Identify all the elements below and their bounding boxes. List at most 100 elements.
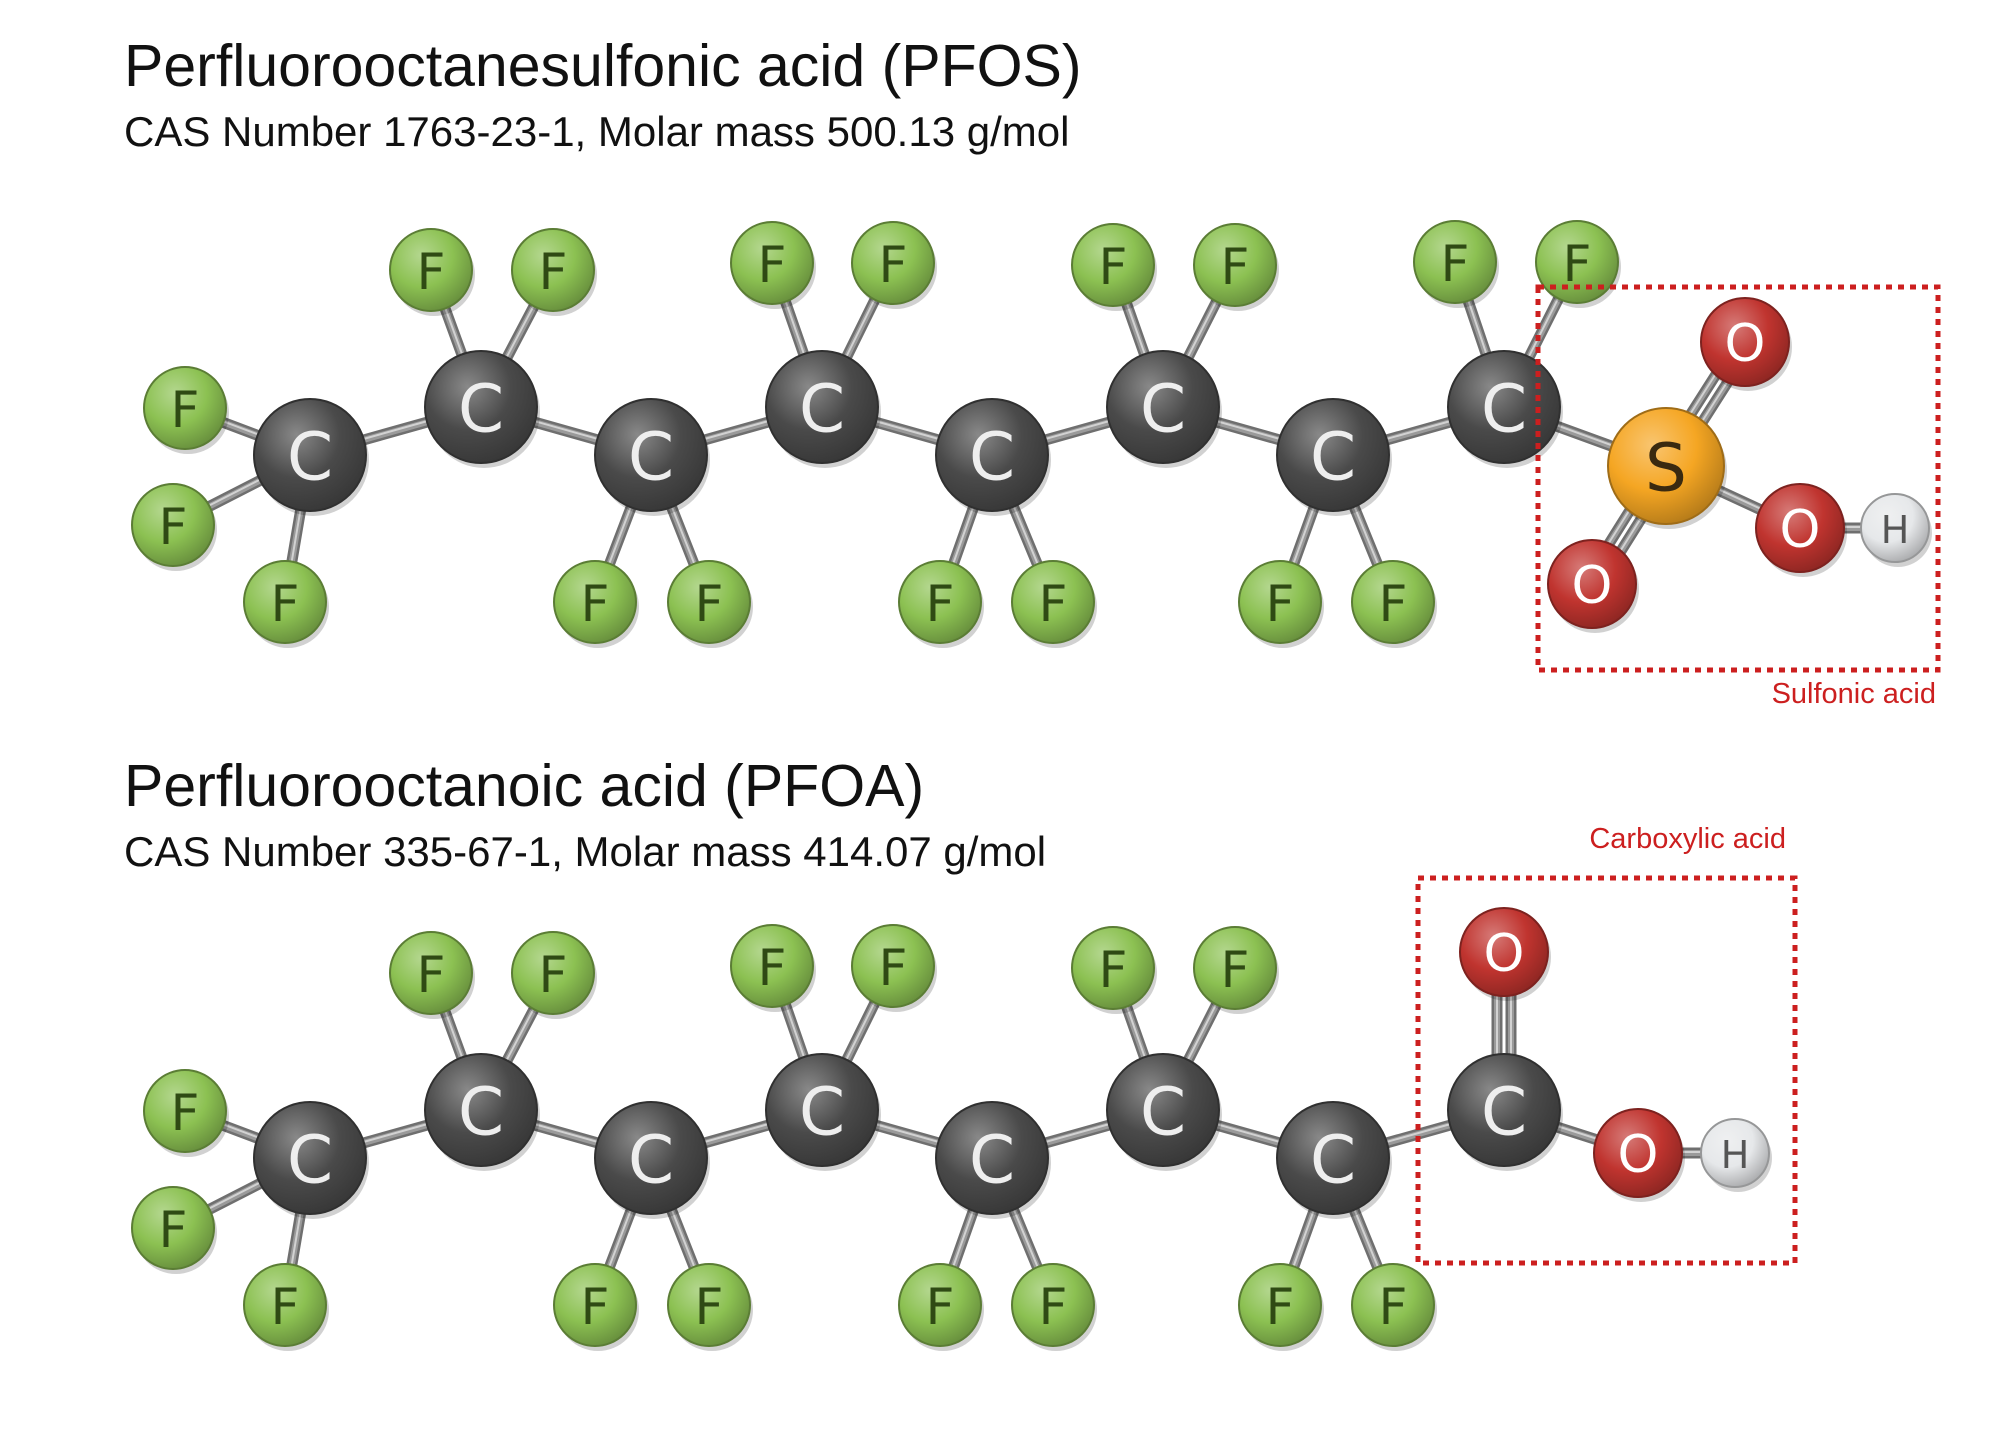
pfos-atom-s-label: S: [1645, 430, 1687, 507]
pfos-atom-c1: C: [253, 398, 369, 516]
pfos-atom-f1-label: F: [171, 381, 200, 439]
pfos-atom-f13-label: F: [1221, 238, 1250, 296]
pfoa-atom-c7-label: C: [1310, 1122, 1356, 1199]
pfoa-atom-f12: F: [1071, 926, 1157, 1014]
pfoa-atom-o2: O: [1593, 1108, 1685, 1202]
pfoa-atom-c2: C: [424, 1053, 540, 1171]
pfos-atom-f13: F: [1193, 223, 1279, 311]
pfos-atom-f10-label: F: [926, 575, 955, 633]
pfoa-atom-h: H: [1700, 1118, 1772, 1192]
pfos-atom-f10: F: [898, 560, 984, 648]
pfos-atom-f4-label: F: [417, 243, 446, 301]
pfos-atom-c5: C: [935, 398, 1051, 516]
pfoa-atom-f12-label: F: [1099, 941, 1128, 999]
pfos-atom-f14: F: [1238, 560, 1324, 648]
pfoa-atom-c5: C: [935, 1101, 1051, 1219]
pfoa-atom-f3-label: F: [271, 1278, 300, 1336]
pfos-atom-c4-label: C: [799, 371, 845, 448]
pfos-atom-f7-label: F: [695, 575, 724, 633]
pfos-atom-c5-label: C: [969, 419, 1015, 496]
pfos-atom-f9: F: [851, 221, 937, 309]
pfoa-atom-c7: C: [1276, 1101, 1392, 1219]
pfos-atom-c1-label: C: [287, 419, 333, 496]
pfoa-atom-f4: F: [389, 931, 475, 1019]
pfos-atom-f15-label: F: [1379, 575, 1408, 633]
pfoa-atom-f5: F: [511, 931, 597, 1019]
pfos-atom-f2-label: F: [159, 498, 188, 556]
pfos-title: Perfluorooctanesulfonic acid (PFOS): [124, 33, 1082, 99]
pfoa-atom-c6: C: [1106, 1053, 1222, 1171]
pfoa-atom-f2-label: F: [159, 1201, 188, 1259]
pfos-atom-f1: F: [143, 366, 229, 454]
pfoa-atom-f13-label: F: [1221, 941, 1250, 999]
pfos-atom-c6: C: [1106, 350, 1222, 468]
pfoa-atom-c8-label: C: [1481, 1074, 1527, 1151]
pfos-atom-c8-label: C: [1481, 371, 1527, 448]
pfoa-atom-c3-label: C: [628, 1122, 674, 1199]
pfos-atom-f2: F: [131, 483, 217, 571]
pfos-atom-f8-label: F: [758, 236, 787, 294]
pfoa-atom-c5-label: C: [969, 1122, 1015, 1199]
pfoa-atom-c8: C: [1447, 1053, 1563, 1171]
pfoa-atom-f1-label: F: [171, 1084, 200, 1142]
pfoa-atom-f8: F: [730, 924, 816, 1012]
pfos-atom-f9-label: F: [879, 236, 908, 294]
pfos-atom-c3-label: C: [628, 419, 674, 496]
pfos-atom-f15: F: [1351, 560, 1437, 648]
pfoa-atom-h-label: H: [1721, 1133, 1750, 1177]
pfos-atom-f4: F: [389, 228, 475, 316]
sulfonic-acid-box: [1535, 284, 1941, 673]
pfoa-atom-c4-label: C: [799, 1074, 845, 1151]
pfos-atom-f8: F: [730, 221, 816, 309]
pfoa-atom-f11: F: [1011, 1263, 1097, 1351]
carboxylic-acid-label: Carboxylic acid: [1589, 823, 1786, 855]
pfos-atom-f5-label: F: [539, 243, 568, 301]
pfos-atom-f11-label: F: [1039, 575, 1068, 633]
pfoa-atom-f2: F: [131, 1186, 217, 1274]
pfoa-atom-o1-label: O: [1484, 924, 1525, 984]
pfoa-atom-f6-label: F: [581, 1278, 610, 1336]
pfos-atom-f17-label: F: [1563, 235, 1592, 293]
pfoa-atom-f15-label: F: [1379, 1278, 1408, 1336]
highlight-layer: Sulfonic acid Carboxylic acid: [1415, 284, 1941, 1266]
pfos-atom-f12: F: [1071, 223, 1157, 311]
pfos-atom-o1-label: O: [1725, 314, 1766, 374]
pfoa-atom-f13: F: [1193, 926, 1279, 1014]
pfoa-atom-f8-label: F: [758, 939, 787, 997]
carboxylic-acid-box: [1415, 875, 1798, 1266]
pfos-atom-c2: C: [424, 350, 540, 468]
pfoa-atom-f4-label: F: [417, 946, 446, 1004]
pfos-atom-o3-label: O: [1780, 500, 1821, 560]
pfos-atom-o2-label: O: [1572, 556, 1613, 616]
pfos-atom-f12-label: F: [1099, 238, 1128, 296]
pfos-atom-c4: C: [765, 350, 881, 468]
pfos-atom-f5: F: [511, 228, 597, 316]
pfos-atom-f6: F: [553, 560, 639, 648]
pfos-atom-h-label: H: [1881, 508, 1910, 552]
pfos-atom-f16: F: [1413, 220, 1499, 308]
pfoa-atom-f14-label: F: [1266, 1278, 1295, 1336]
pfos-subtitle: CAS Number 1763-23-1, Molar mass 500.13 …: [124, 108, 1070, 155]
pfos-atom-f17: F: [1535, 220, 1621, 308]
pfoa-atom-o1: O: [1459, 907, 1551, 1001]
pfos-atom-f16-label: F: [1441, 235, 1470, 293]
pfos-atom-o2: O: [1547, 539, 1639, 633]
pfoa-atom-f6: F: [553, 1263, 639, 1351]
pfoa-atom-f3: F: [243, 1263, 329, 1351]
pfos-atom-o3: O: [1755, 483, 1847, 577]
pfoa-atom-c4: C: [765, 1053, 881, 1171]
pfos-atom-c7-label: C: [1310, 419, 1356, 496]
pfoa-atom-f7-label: F: [695, 1278, 724, 1336]
pfos-atom-s: S: [1607, 407, 1727, 529]
pfos-atom-h: H: [1860, 493, 1932, 567]
pfoa-atom-f11-label: F: [1039, 1278, 1068, 1336]
pfoa-atom-f10: F: [898, 1263, 984, 1351]
pfoa-subtitle: CAS Number 335-67-1, Molar mass 414.07 g…: [124, 828, 1047, 875]
pfos-atom-f3-label: F: [271, 575, 300, 633]
pfos-atom-f3: F: [243, 560, 329, 648]
pfoa-atom-f14: F: [1238, 1263, 1324, 1351]
pfoa-atom-c6-label: C: [1140, 1074, 1186, 1151]
pfos-atom-o1: O: [1700, 297, 1792, 391]
